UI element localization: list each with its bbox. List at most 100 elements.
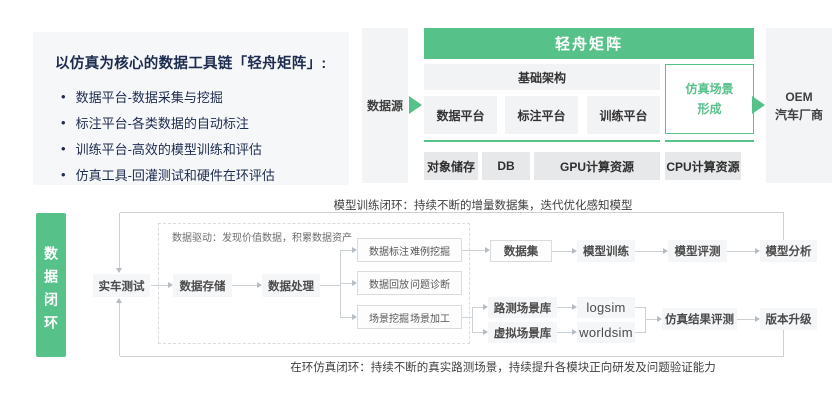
node-virtual-scene-lib: 虚拟场景库 — [488, 322, 557, 343]
intro-bullet: • 数据平台-数据采集与挖掘 — [55, 83, 327, 109]
node-road-scene-lib: 路测场景库 — [488, 297, 557, 318]
connector-line — [151, 285, 168, 286]
bullet-dot-icon: • — [61, 140, 66, 156]
arrowhead-right-icon — [663, 248, 668, 254]
pair-right: 难例挖掘 — [410, 246, 450, 258]
pair-left: 数据标注 — [369, 246, 409, 258]
arrowhead-right-icon — [483, 329, 488, 335]
intro-title: 以仿真为核心的数据工具链「轻舟矩阵」: — [55, 56, 327, 72]
arrowhead-right-icon — [483, 304, 488, 310]
arrowhead-right-icon — [257, 282, 262, 288]
node-data-processing: 数据处理 — [262, 274, 320, 297]
bullet-dot-icon: • — [61, 114, 66, 130]
data-driven-note: 数据驱动：发现价值数据，积累数据资产 — [172, 233, 352, 244]
arrowhead-right-icon — [572, 304, 577, 310]
pair-left: 数据回放 — [369, 279, 409, 291]
loop-line — [783, 213, 784, 240]
bullet-text: 仿真工具-回灌测试和硬件在环评估 — [75, 167, 275, 183]
green-divider — [665, 140, 754, 142]
sim-scene-line2: 形成 — [697, 102, 722, 116]
loop-line — [119, 303, 120, 356]
data-source-box: 数据源 — [362, 28, 408, 183]
connector-line — [472, 307, 473, 333]
connector-line — [340, 250, 352, 251]
arrowhead-right-icon — [485, 247, 490, 253]
connector-line — [340, 283, 352, 284]
platform-box-annotation: 标注平台 — [505, 96, 578, 134]
connector-line — [557, 332, 572, 333]
connector-line — [557, 307, 572, 308]
connector-line — [462, 250, 485, 251]
arrowhead-right-icon — [168, 282, 173, 288]
bullet-text: 数据平台-数据采集与挖掘 — [75, 89, 223, 105]
arrowhead-right-icon — [755, 316, 760, 322]
node-dataset: 数据集 — [490, 240, 552, 262]
connector-line — [340, 250, 341, 318]
connector-line — [635, 307, 646, 308]
resource-box-cpu: CPU计算资源 — [665, 152, 741, 180]
intro-bullet: • 标注平台-各类数据的自动标注 — [55, 109, 327, 135]
node-replay-diagnosis: 数据回放 问题诊断 — [357, 271, 462, 295]
node-worldsim: worldsim — [577, 322, 635, 343]
arrowhead-right-icon — [572, 248, 577, 254]
node-version-upgrade: 版本升级 — [760, 308, 817, 330]
connector-line — [232, 285, 257, 286]
node-data-storage: 数据存储 — [173, 274, 232, 297]
bullet-dot-icon: • — [61, 166, 66, 182]
arrowhead-down-icon — [116, 268, 122, 273]
training-loop-caption: 模型训练闭环：持续不断的增量数据集，迭代优化感知模型 — [333, 200, 633, 212]
right-arrow-icon — [409, 96, 422, 114]
loop-line — [783, 330, 784, 356]
oem-line2: 汽车厂商 — [774, 107, 823, 122]
loop-line — [120, 212, 784, 213]
platform-box-training: 训练平台 — [587, 96, 660, 134]
matrix-title-bar: 轻舟矩阵 — [424, 28, 754, 59]
platform-box-data: 数据平台 — [424, 96, 497, 134]
pair-left: 场景挖掘 — [369, 313, 409, 325]
arrowhead-right-icon — [572, 329, 577, 335]
resource-box-object-storage: 对象储存 — [424, 152, 478, 180]
connector-line — [472, 307, 483, 308]
bullet-text: 标注平台-各类数据的自动标注 — [75, 115, 249, 131]
resource-box-gpu: GPU计算资源 — [534, 152, 660, 180]
connector-line — [462, 317, 473, 318]
node-model-analysis: 模型分析 — [760, 240, 817, 262]
infrastructure-box: 基础架构 — [424, 64, 660, 90]
connector-line — [320, 285, 341, 286]
arrowhead-right-icon — [352, 280, 357, 286]
sim-scene-box: 仿真场景 形成 — [665, 64, 754, 134]
node-annotation-mining: 数据标注 难例挖掘 — [357, 238, 462, 262]
pair-right: 问题诊断 — [410, 279, 450, 291]
intro-bullet: • 仿真工具-回灌测试和硬件在环评估 — [55, 161, 327, 187]
oem-line1: OEM — [785, 89, 813, 104]
connector-line — [340, 317, 352, 318]
connector-line — [645, 319, 657, 320]
node-model-evaluation: 模型评测 — [668, 240, 727, 262]
intro-bullet: • 训练平台-高效的模型训练和评估 — [55, 135, 327, 161]
arrowhead-right-icon — [352, 314, 357, 320]
connector-line — [472, 332, 483, 333]
bullet-text: 训练平台-高效的模型训练和评估 — [75, 141, 262, 157]
data-driven-region — [158, 223, 470, 344]
data-loop-sidebar: 数据闭环 — [36, 213, 66, 357]
node-logsim: logsim — [577, 297, 635, 318]
arrowhead-right-icon — [755, 248, 760, 254]
node-model-training: 模型训练 — [577, 240, 635, 262]
arrowhead-right-icon — [657, 316, 662, 322]
intro-card: 以仿真为核心的数据工具链「轻舟矩阵」: • 数据平台-数据采集与挖掘 • 标注平… — [33, 32, 349, 185]
node-scene-mining: 场景挖掘 场景加工 — [357, 305, 462, 329]
connector-line — [727, 251, 755, 252]
right-arrow-icon — [752, 96, 765, 114]
resource-box-db: DB — [482, 152, 530, 180]
node-sim-result-eval: 仿真结果评测 — [662, 308, 737, 330]
arrowhead-right-icon — [352, 247, 357, 253]
oem-box: OEM 汽车厂商 — [766, 28, 832, 183]
connector-line — [645, 307, 646, 333]
arrowhead-up-icon — [116, 298, 122, 303]
node-real-vehicle-test: 实车测试 — [93, 274, 150, 297]
sim-loop-caption: 在环仿真闭环：持续不断的真实路测场景，持续提升各模块正向研发及问题验证能力 — [290, 362, 716, 374]
connector-line — [737, 319, 755, 320]
loop-line — [120, 356, 784, 357]
bullet-dot-icon: • — [61, 88, 66, 104]
